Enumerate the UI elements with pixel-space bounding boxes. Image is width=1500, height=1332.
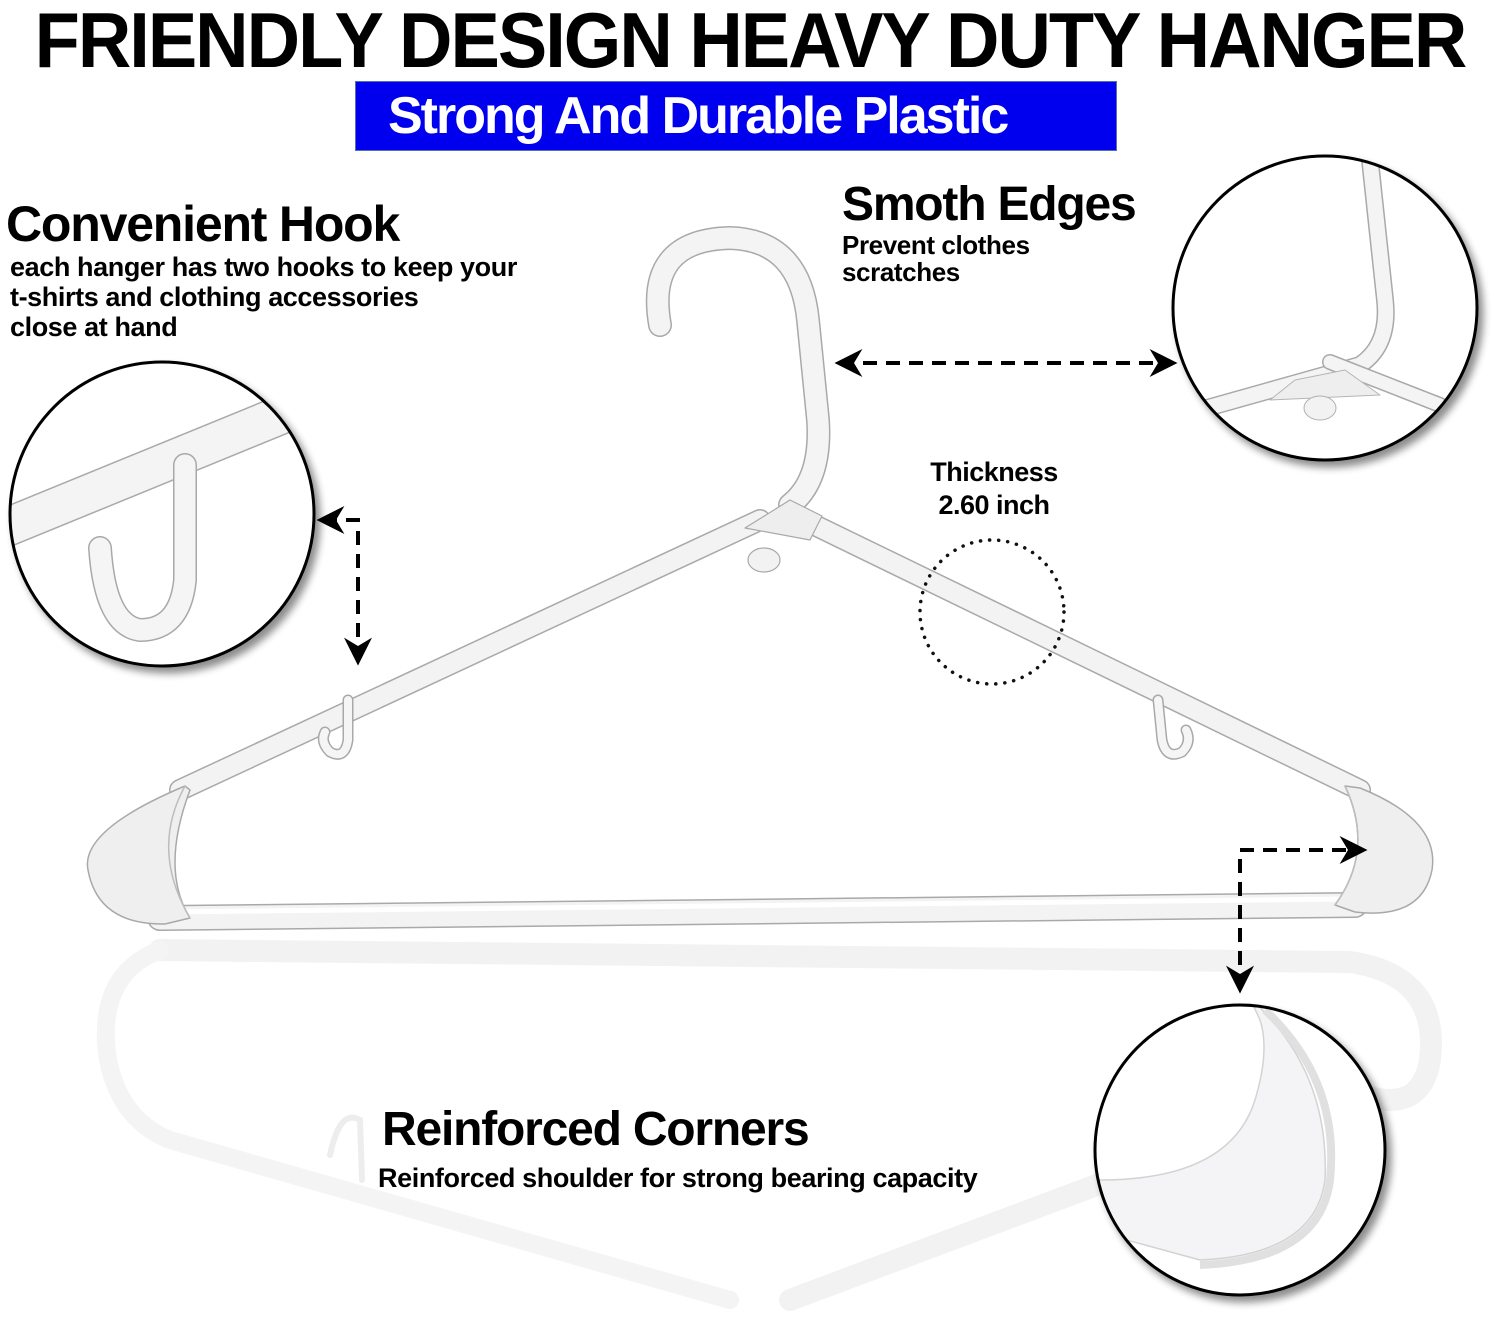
feature-title-edges: Smoth Edges [842,178,1137,231]
edges-callout-circle [1171,154,1479,462]
feature-title-corners: Reinforced Corners [382,1103,810,1156]
callout-arrows [316,349,1368,994]
subtitle-banner-text: Strong And Durable Plastic [388,87,1009,145]
thickness-label: Thickness 2.60 inch [930,457,1058,520]
corner-arrow [1226,836,1368,994]
subtitle-banner: Strong And Durable Plastic [355,81,1117,151]
hanger-reflection [96,939,1442,1311]
page-title: FRIENDLY DESIGN HEAVY DUTY HANGER [34,0,1468,84]
hook-callout-circle [8,360,316,668]
feature-desc-corners: Reinforced shoulder for strong bearing c… [378,1163,978,1193]
feature-desc-hook: each hanger has two hooks to keep your t… [10,252,517,342]
hanger [86,226,1434,931]
thickness-indicator [918,538,1066,686]
corner-callout-circle [1093,1003,1387,1297]
hook-arrow [316,506,372,666]
feature-desc-edges: Prevent clothes scratches [842,230,1030,287]
feature-title-hook: Convenient Hook [6,196,400,252]
